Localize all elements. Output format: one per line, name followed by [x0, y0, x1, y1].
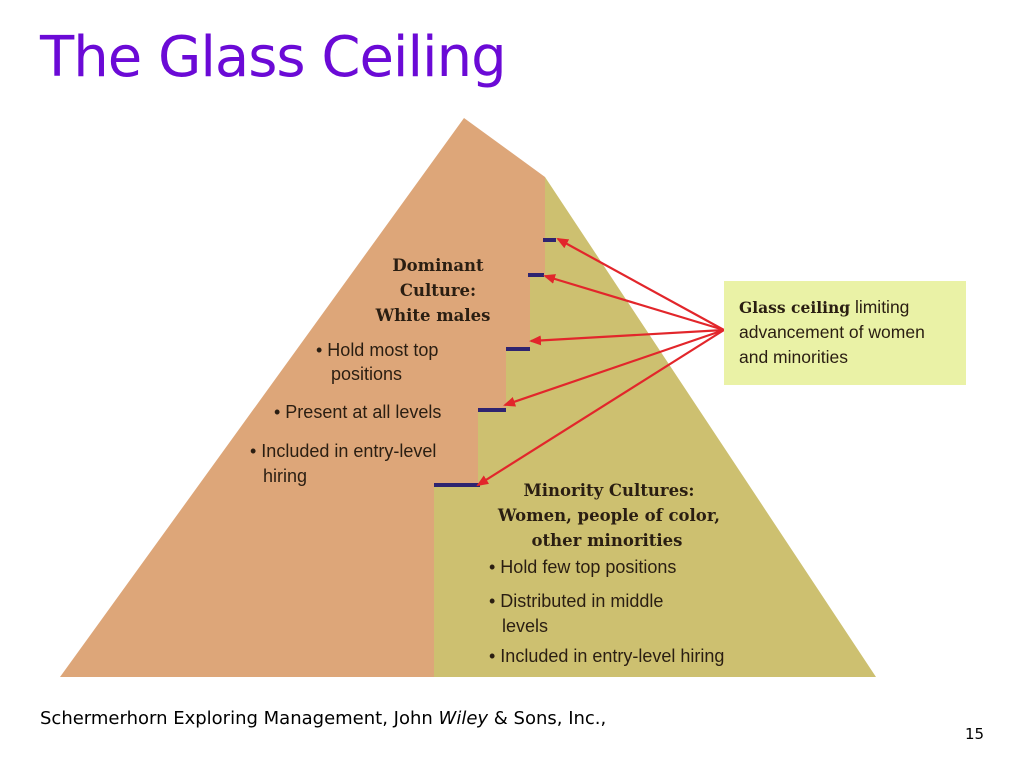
- citation-publisher-italic: Wiley: [438, 708, 489, 729]
- svg-text:Culture:: Culture:: [400, 281, 476, 300]
- arrow: [503, 328, 725, 407]
- callout-term: Glass ceiling: [739, 298, 851, 317]
- source-citation: Schermerhorn Exploring Management, John …: [40, 708, 606, 729]
- svg-text:other minorities: other minorities: [532, 531, 683, 550]
- minority-culture-bullets: • Hold few top positions • Distributed i…: [489, 557, 724, 666]
- bullet-line: • Hold few top positions: [489, 557, 676, 577]
- glass-ceiling-arrows: [476, 238, 725, 487]
- minority-culture-heading: Minority Cultures: Women, people of colo…: [497, 481, 720, 550]
- bullet-line: • Included in entry-level hiring: [489, 646, 724, 666]
- arrow: [476, 329, 725, 487]
- svg-text:Women, people of color,: Women, people of color,: [497, 506, 720, 525]
- callout-text: limiting advancement of women and minori…: [739, 297, 925, 367]
- citation-text-end: & Sons, Inc.,: [488, 708, 607, 729]
- dominant-culture-heading: Dominant Culture: White males: [375, 256, 491, 325]
- bullet-line: • Distributed in middle: [489, 591, 663, 611]
- bullet-line: levels: [502, 616, 548, 636]
- glass-ceiling-callout: Glass ceiling limiting advancement of wo…: [724, 281, 966, 385]
- arrow: [529, 328, 725, 346]
- bullet-line: • Included in entry-level: [250, 441, 436, 461]
- dominant-culture-region: [60, 118, 545, 677]
- svg-text:Minority Cultures:: Minority Cultures:: [523, 481, 694, 500]
- bullet-line: • Hold most top: [316, 340, 438, 360]
- minority-culture-region: [434, 177, 876, 677]
- arrow: [543, 274, 725, 332]
- bullet-line: • Present at all levels: [274, 402, 441, 422]
- dominant-culture-bullets: • Hold most top positions • Present at a…: [250, 340, 441, 486]
- arrow: [556, 238, 725, 331]
- slide-title: The Glass Ceiling: [40, 25, 507, 90]
- bullet-line: hiring: [263, 466, 307, 486]
- ceiling-marks: [434, 238, 556, 487]
- citation-text: Schermerhorn Exploring Management, John: [40, 708, 439, 729]
- page-number: 15: [965, 725, 985, 743]
- bullet-line: positions: [331, 364, 402, 384]
- svg-text:Dominant: Dominant: [392, 256, 484, 275]
- svg-text:White males: White males: [375, 306, 491, 325]
